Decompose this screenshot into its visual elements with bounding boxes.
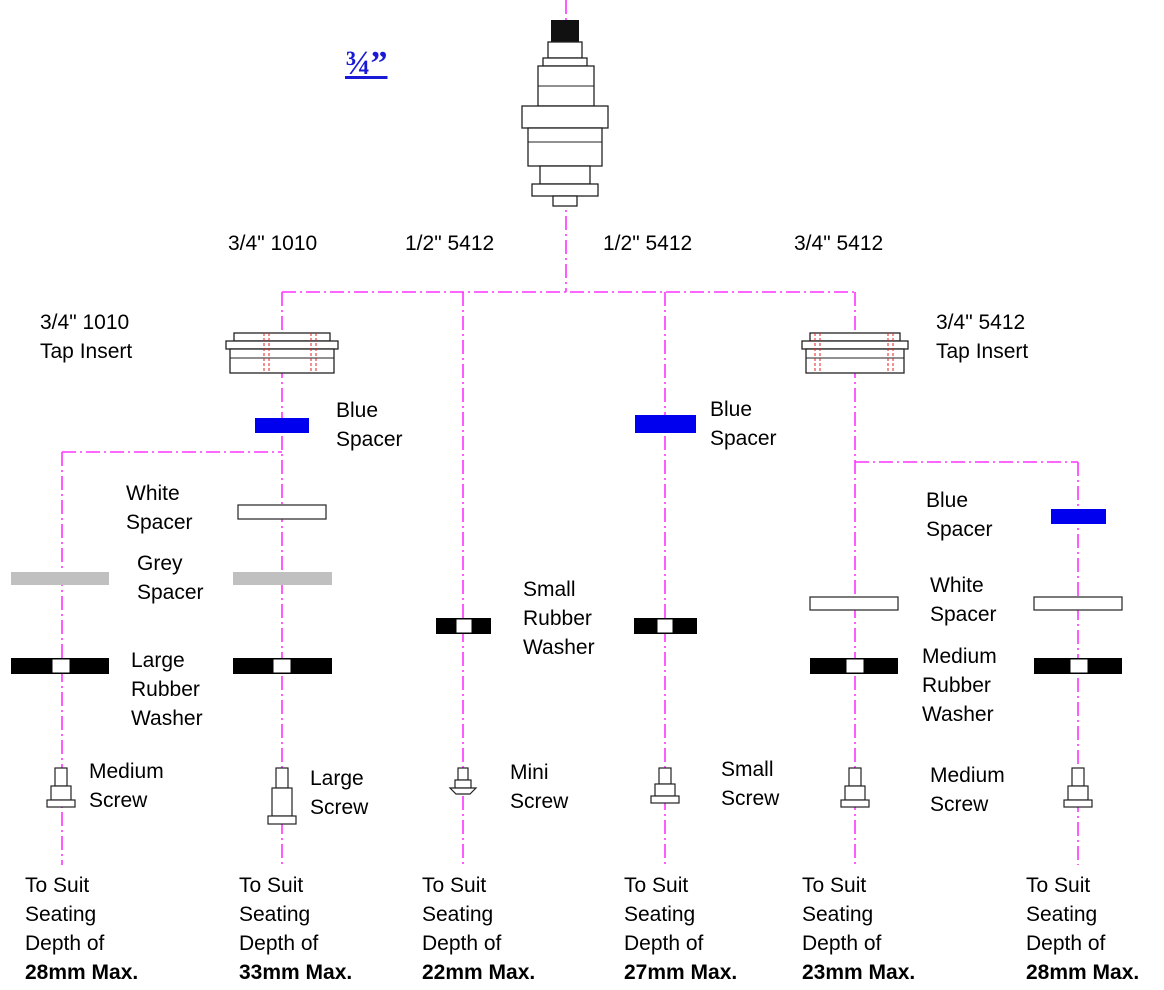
- white-spacer-shape: [237, 504, 327, 520]
- large-rubber-washer-shape: [233, 658, 332, 674]
- medium-screw-shape: [46, 767, 76, 808]
- blue-spacer-shape: [1051, 509, 1106, 524]
- small-screw-shape: [650, 767, 680, 804]
- branch-label-1: 3/4" 1010: [228, 232, 318, 255]
- large-screw-shape: [267, 767, 297, 825]
- medium-screw-shape: [1063, 767, 1093, 808]
- white-spacer-shape: [809, 596, 899, 611]
- grey-spacer-shape: [233, 572, 332, 585]
- size-title: ¾”: [345, 45, 388, 82]
- white-spacer-shape: [1033, 596, 1123, 611]
- branch-label-4: 3/4" 5412: [794, 232, 884, 255]
- small-rubber-washer-shape: [634, 618, 697, 634]
- grey-spacer-shape: [11, 572, 109, 585]
- branch-label-2: 1/2" 5412: [405, 232, 495, 255]
- branch-label-3: 1/2" 5412: [603, 232, 693, 255]
- mini-screw-shape: [448, 767, 478, 795]
- large-rubber-washer-shape: [11, 658, 109, 674]
- medium-rubber-washer-shape: [810, 658, 898, 674]
- tap-headworks: [521, 20, 609, 207]
- medium-rubber-washer-shape: [1034, 658, 1122, 674]
- tap-insert-5412: [801, 332, 909, 374]
- small-rubber-washer-shape: [436, 618, 491, 634]
- medium-screw-shape: [840, 767, 870, 808]
- tap-insert-1010: [225, 332, 339, 374]
- blue-spacer-shape: [255, 418, 309, 433]
- blue-spacer-shape: [635, 415, 696, 433]
